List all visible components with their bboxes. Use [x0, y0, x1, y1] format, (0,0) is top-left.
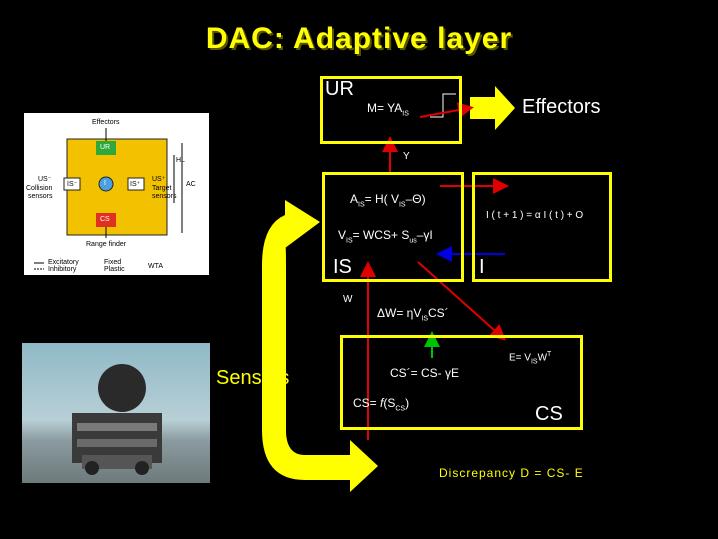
ur-formula-sub: IS [402, 110, 409, 118]
csprime-formula: CS´= CS- γE [390, 366, 460, 380]
e-p2: W [537, 352, 548, 364]
thumbnail-diagram-svg [34, 128, 183, 270]
thumbnail-is-right-label: IS⁺ [130, 181, 141, 188]
thumbnail-cs-label: CS [100, 216, 110, 223]
thumbnail-effectors-label: Effectors [92, 119, 120, 126]
robot-layer-2 [77, 439, 157, 447]
robot-wheel-right [135, 461, 149, 475]
cs-p3: (S [383, 396, 396, 410]
robot-layer-1 [77, 423, 157, 431]
cs-box [340, 335, 583, 430]
thumbnail-is-right-box [127, 177, 145, 191]
cs-formula: CS= f(SCS) [353, 396, 409, 412]
cs-label: CS [535, 403, 563, 425]
cs-p1: CS= [353, 396, 381, 410]
dw-p2: CS´ [428, 306, 449, 320]
thumbnail-ac-label: AC [186, 181, 196, 188]
thumbnail-collision-label: Collision [26, 185, 53, 192]
cs-s1: CS [395, 405, 406, 413]
robot-photo [22, 343, 210, 483]
sensors-label: Sensors [216, 367, 290, 389]
cs-p2: f [380, 396, 384, 410]
robot-base [82, 455, 152, 469]
thumbnail-is-left-label: IS⁻ [67, 181, 78, 188]
i-label: I [479, 256, 485, 278]
sensors-big-arrow [262, 200, 378, 492]
dw-formula: ΔW= ηVISCS´ [377, 306, 449, 322]
thumbnail-legend-excitatory: Excitatory [48, 259, 79, 266]
thumbnail-hl-label: HL [176, 157, 185, 164]
ur-formula-main: M= YA [367, 101, 403, 115]
e-p1: E= V [509, 352, 531, 364]
a-is-formula: AIS= H( VIS–Θ) [350, 192, 426, 208]
is-label: IS [333, 256, 352, 278]
i-box [472, 172, 612, 282]
thumbnail-target-sensors-label: sensors [152, 193, 177, 200]
arrow-is-to-e [417, 261, 506, 341]
slide-title: DAC: Adaptive layer [205, 22, 513, 55]
a-is-p2: = H( V [364, 192, 399, 206]
ur-box [320, 76, 462, 144]
is-box [322, 172, 464, 282]
a-is-p3: –Θ) [405, 192, 426, 206]
v-is-p3: –γI [416, 228, 433, 242]
v-is-s1: IS [346, 237, 353, 245]
discrepancy-label: Discrepancy D = CS- E [439, 466, 584, 480]
a-is-s2: IS [398, 201, 406, 209]
w-label: W [343, 294, 353, 305]
thumbnail-yellow-square [66, 138, 168, 236]
thumbnail-i-node [98, 176, 114, 192]
thumbnail-cs-box [96, 213, 116, 227]
threshold-symbol [430, 93, 456, 118]
thumbnail-is-left-box [63, 177, 81, 191]
y-label: Y [403, 151, 410, 162]
v-is-formula: VIS= WCS+ Sus–γI [338, 228, 433, 244]
ur-formula: M= YAIS [367, 101, 409, 117]
thumbnail-ur-label: UR [100, 144, 111, 151]
thumbnail-legend-plastic: Plastic [104, 266, 125, 273]
v-is-p1: V [338, 228, 347, 242]
effectors-label: Effectors [522, 96, 601, 118]
thumbnail-collision-sensors-label: sensors [28, 193, 53, 200]
thumbnail-legend-inhibitory: Inhibitory [48, 266, 77, 273]
cs-p4: ) [405, 396, 410, 410]
thumbnail-us-plus-label: US⁺ [152, 176, 166, 183]
dw-s1: IS [421, 315, 428, 323]
e-formula: E= VISWT [509, 351, 551, 365]
thumbnail-target-label: Target [152, 185, 172, 192]
ur-label: UR [325, 78, 354, 100]
thumbnail-us-minus-label: US⁻ [38, 176, 52, 183]
robot-camera [98, 364, 146, 412]
v-is-p2: = WCS+ S [352, 228, 410, 242]
robot-body [72, 413, 162, 463]
v-is-s2: us [409, 237, 417, 245]
thumbnail-legend-fixed: Fixed [104, 259, 122, 266]
robot-photo-svg [72, 364, 162, 475]
thumbnail-i-label: I [104, 180, 106, 187]
a-is-s1: IS [358, 201, 365, 209]
thumbnail-legend-wta: WTA [148, 263, 164, 270]
thumbnail-ur-box [96, 141, 116, 155]
e-s1: IS [530, 358, 538, 366]
robot-wheel-left [85, 461, 99, 475]
e-s2: T [547, 351, 552, 358]
effectors-arrow [470, 86, 515, 130]
thumbnail-range-finder-label: Range finder [86, 241, 127, 248]
dac-architecture-thumbnail: Effectors UR HL AC US⁻ Collision sensors… [24, 113, 209, 275]
dw-p1: ΔW= ηV [377, 306, 422, 320]
i-formula: I ( t + 1 ) = α I ( t ) + O [486, 210, 584, 221]
a-is-p1: A [350, 192, 359, 206]
